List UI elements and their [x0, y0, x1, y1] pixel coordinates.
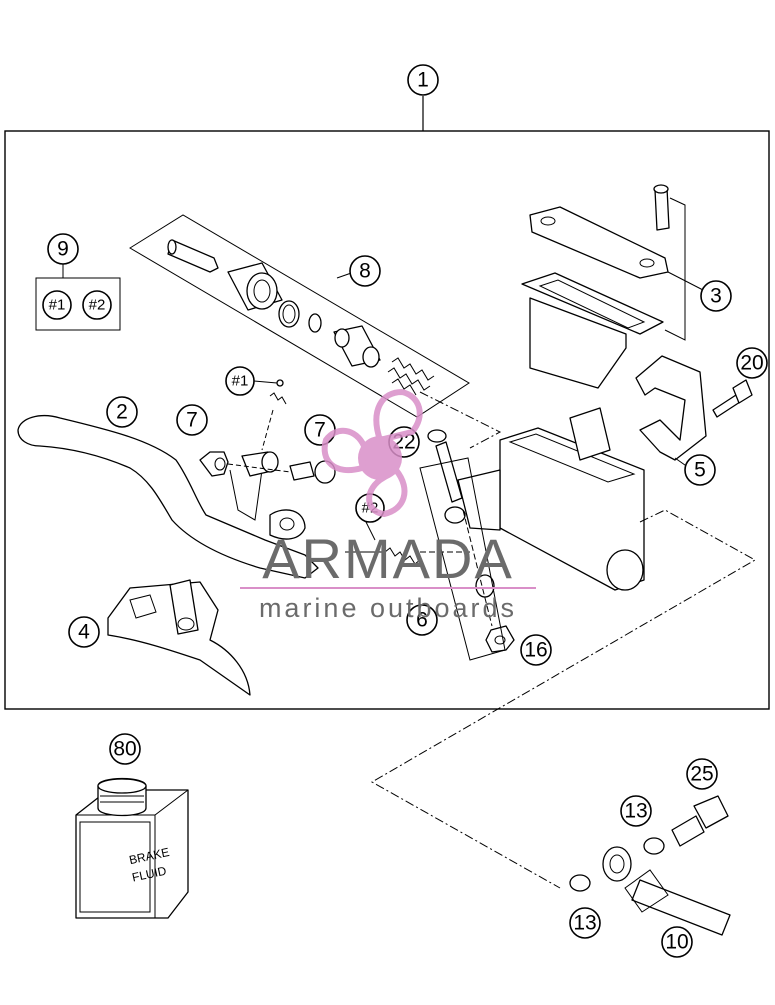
- svg-text:6: 6: [416, 609, 428, 632]
- svg-text:13: 13: [624, 800, 647, 823]
- callout-detent-1: #1: [225, 366, 255, 396]
- adjuster-knob: [199, 451, 229, 477]
- watermark-brand: ARMADA: [262, 527, 514, 590]
- svg-text:#1: #1: [232, 373, 249, 390]
- svg-text:20: 20: [740, 352, 763, 375]
- callout-13a: 13: [569, 907, 601, 939]
- piston-kit-frame: [129, 214, 470, 418]
- lever-cover: [107, 579, 251, 696]
- callout-25: 25: [686, 758, 718, 790]
- svg-text:1: 1: [417, 69, 429, 92]
- handlebar-clamp: [635, 355, 707, 461]
- pin-spring: [345, 547, 426, 569]
- pivot-bolt: [427, 429, 463, 503]
- pivot-nut: [485, 625, 515, 653]
- svg-text:#1: #1: [49, 297, 66, 314]
- callout-7a: 7: [176, 404, 208, 436]
- watermark-logo: [321, 388, 423, 518]
- callout-80: 80: [109, 733, 141, 765]
- adjuster-pin: [241, 451, 279, 477]
- piston: [333, 325, 381, 368]
- svg-text:8: 8: [359, 260, 371, 283]
- hose-washer-b: [643, 837, 665, 855]
- callout-6: 6: [406, 604, 438, 636]
- callout-4: 4: [68, 616, 100, 648]
- reservoir-cover: [529, 184, 670, 279]
- callout-kit-2: #2: [82, 290, 112, 320]
- brake-hose: [602, 846, 731, 936]
- callout-8: 8: [349, 255, 381, 287]
- svg-text:25: 25: [690, 763, 713, 786]
- callout-13b: 13: [620, 795, 652, 827]
- svg-text:4: 4: [78, 621, 90, 644]
- callout-5: 5: [684, 454, 716, 486]
- hose-washer-a: [569, 874, 591, 892]
- callout-7b: 7: [304, 414, 336, 446]
- return-spring: [387, 357, 435, 396]
- kit-contents-box: [35, 277, 121, 331]
- reservoir-diaphragm: [521, 272, 664, 389]
- svg-text:3: 3: [710, 285, 722, 308]
- callout-16: 16: [520, 634, 552, 666]
- piston-rod: [167, 239, 219, 273]
- circlip: [278, 300, 300, 328]
- callout-kit-1: #1: [42, 290, 72, 320]
- banjo-bolt: [671, 795, 729, 847]
- svg-text:#2: #2: [89, 297, 106, 314]
- detent-spring: [269, 379, 287, 405]
- svg-text:16: 16: [524, 639, 547, 662]
- svg-text:9: 9: [57, 238, 69, 261]
- callout-2: 2: [106, 396, 138, 428]
- svg-text:5: 5: [694, 459, 706, 482]
- callout-9: 9: [47, 233, 79, 265]
- svg-text:2: 2: [116, 401, 128, 424]
- svg-text:7: 7: [314, 419, 326, 442]
- svg-text:10: 10: [665, 931, 688, 954]
- o-ring: [308, 313, 322, 333]
- callout-1: 1: [407, 64, 439, 96]
- callout-10: 10: [661, 926, 693, 958]
- watermark-tagline: marine outboards: [259, 593, 517, 623]
- master-cylinder-body: [444, 407, 645, 591]
- svg-text:80: 80: [113, 738, 136, 761]
- adjuster-sleeve: [289, 460, 336, 484]
- svg-text:7: 7: [186, 409, 198, 432]
- brake-lever: [17, 415, 319, 579]
- piston-boot: [227, 262, 283, 311]
- brake-fluid-bottle: [75, 777, 189, 919]
- svg-text:13: 13: [573, 912, 596, 935]
- clamp-bolt: [712, 379, 753, 418]
- callout-20: 20: [736, 347, 768, 379]
- callout-3: 3: [700, 280, 732, 312]
- assembly-frame: [4, 130, 770, 710]
